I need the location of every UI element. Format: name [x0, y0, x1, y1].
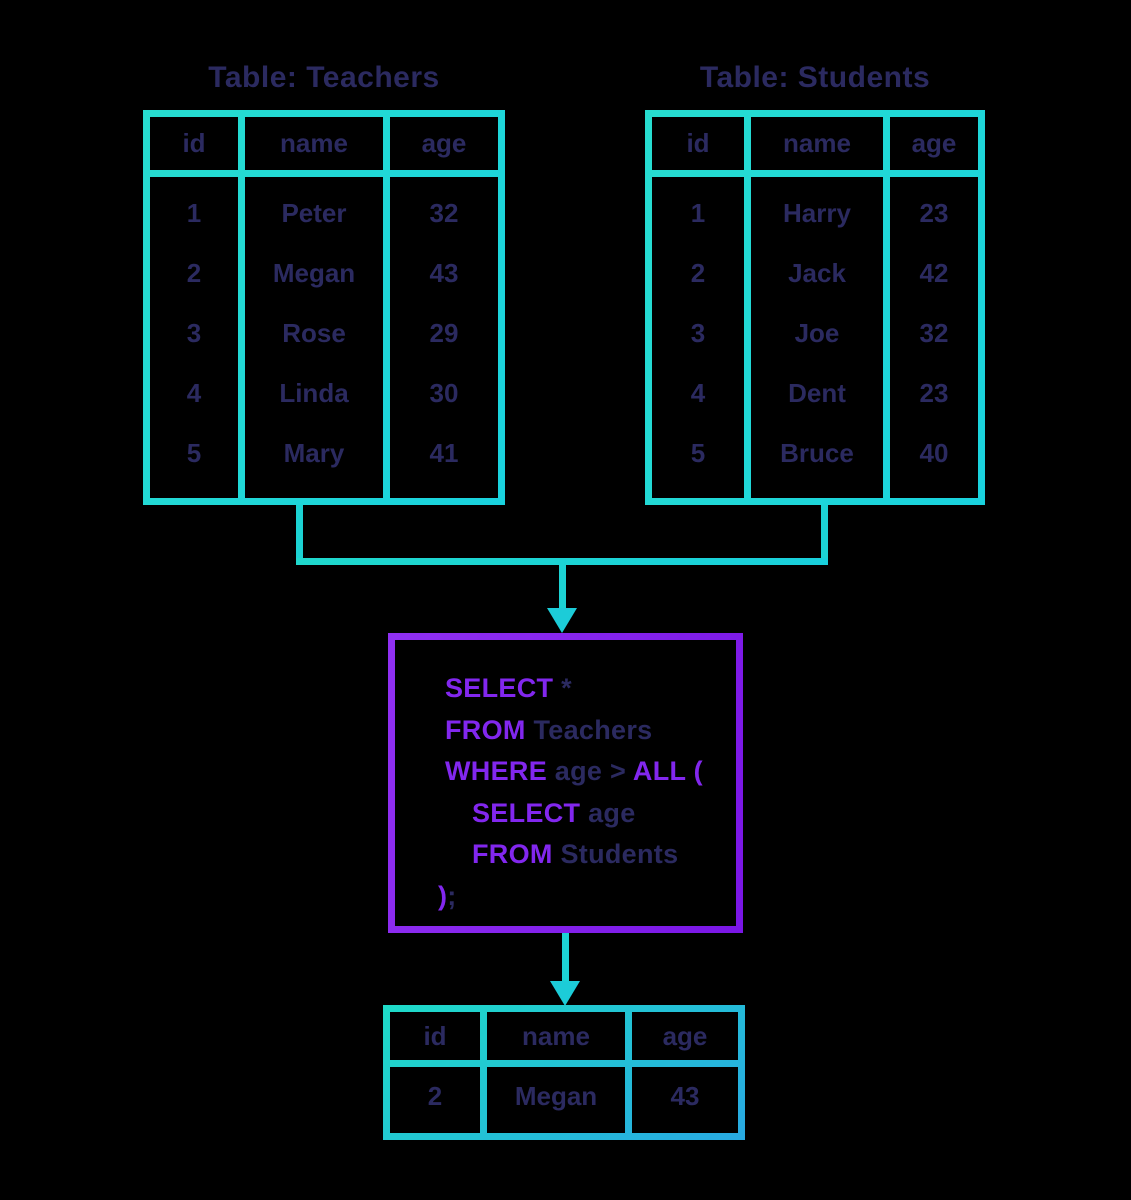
table-cell: 2: [390, 1067, 480, 1133]
table-column: Peter Megan Rose Linda Mary: [245, 177, 383, 498]
table-cell: 1: [690, 197, 706, 228]
table-cell: 43: [429, 257, 459, 288]
table-cell: 23: [919, 378, 949, 409]
table-cell: 2: [690, 257, 706, 288]
arrow-down-icon: [550, 981, 580, 1006]
column-header: name: [751, 117, 883, 170]
table-cell: Rose: [282, 317, 346, 348]
table-column: Harry Jack Joe Dent Bruce: [751, 177, 883, 498]
table-cell: Harry: [783, 197, 851, 228]
connector-line-teachers: [296, 505, 303, 565]
arrow-shaft: [562, 933, 569, 983]
table-cell: 3: [186, 317, 202, 348]
sql-line: FROM Teachers: [445, 714, 653, 745]
column-header: age: [890, 117, 978, 170]
table-cell: 42: [919, 257, 949, 288]
students-table-title: Table: Students: [699, 61, 931, 94]
result-table: id 2 name Megan age 43: [383, 1005, 745, 1140]
column-header: name: [487, 1012, 625, 1060]
table-cell: Linda: [279, 378, 349, 409]
column-header: id: [390, 1012, 480, 1060]
table-cell: Joe: [794, 317, 840, 348]
table-cell: 1: [186, 197, 202, 228]
column-header: age: [632, 1012, 738, 1060]
arrow-shaft: [559, 558, 566, 610]
sql-line: SELECT *: [445, 673, 572, 703]
column-header: age: [390, 117, 498, 170]
table-cell: 5: [690, 438, 706, 469]
column-header: name: [245, 117, 383, 170]
table-cell: Megan: [487, 1067, 625, 1133]
column-header: id: [652, 117, 744, 170]
connector-line-students: [821, 505, 828, 565]
table-cell: 23: [919, 197, 949, 228]
table-cell: Dent: [788, 378, 846, 409]
table-cell: 41: [429, 438, 459, 469]
sql-line: SELECT age: [472, 797, 636, 828]
arrow-down-icon: [547, 608, 577, 633]
table-cell: 2: [186, 257, 202, 288]
table-cell: 32: [429, 197, 459, 228]
sql-query-box: SELECT * FROM Teachers WHERE age > ALL (…: [388, 633, 743, 933]
table-column: 1 2 3 4 5: [652, 177, 744, 498]
table-cell: Mary: [283, 438, 345, 469]
table-column: 32 43 29 30 41: [390, 177, 498, 498]
table-cell: Peter: [281, 197, 347, 228]
table-cell: 30: [429, 378, 459, 409]
table-column: 23 42 32 23 40: [890, 177, 978, 498]
table-column: 1 2 3 4 5: [150, 177, 238, 498]
teachers-table-title: Table: Teachers: [208, 61, 440, 94]
teachers-table: id 1 2 3 4 5 name Peter Megan Rose Linda…: [143, 110, 505, 505]
table-cell: 4: [186, 378, 202, 409]
table-cell: 4: [690, 378, 706, 409]
column-header: id: [150, 117, 238, 170]
table-cell: 29: [429, 317, 459, 348]
sql-line: WHERE age > ALL (: [445, 756, 703, 786]
students-table: id 1 2 3 4 5 name Harry Jack Joe Dent Br…: [645, 110, 985, 505]
table-cell: 40: [919, 438, 949, 469]
table-cell: 3: [690, 317, 706, 348]
table-cell: Megan: [272, 257, 356, 288]
table-cell: Bruce: [780, 438, 854, 469]
table-cell: 5: [186, 438, 202, 469]
sql-query-text: SELECT * FROM Teachers WHERE age > ALL (…: [395, 640, 736, 926]
table-cell: Jack: [788, 257, 846, 288]
sql-line: );: [438, 880, 457, 911]
table-cell: 32: [919, 317, 949, 348]
table-cell: 43: [632, 1067, 738, 1133]
sql-line: FROM Students: [472, 839, 679, 869]
